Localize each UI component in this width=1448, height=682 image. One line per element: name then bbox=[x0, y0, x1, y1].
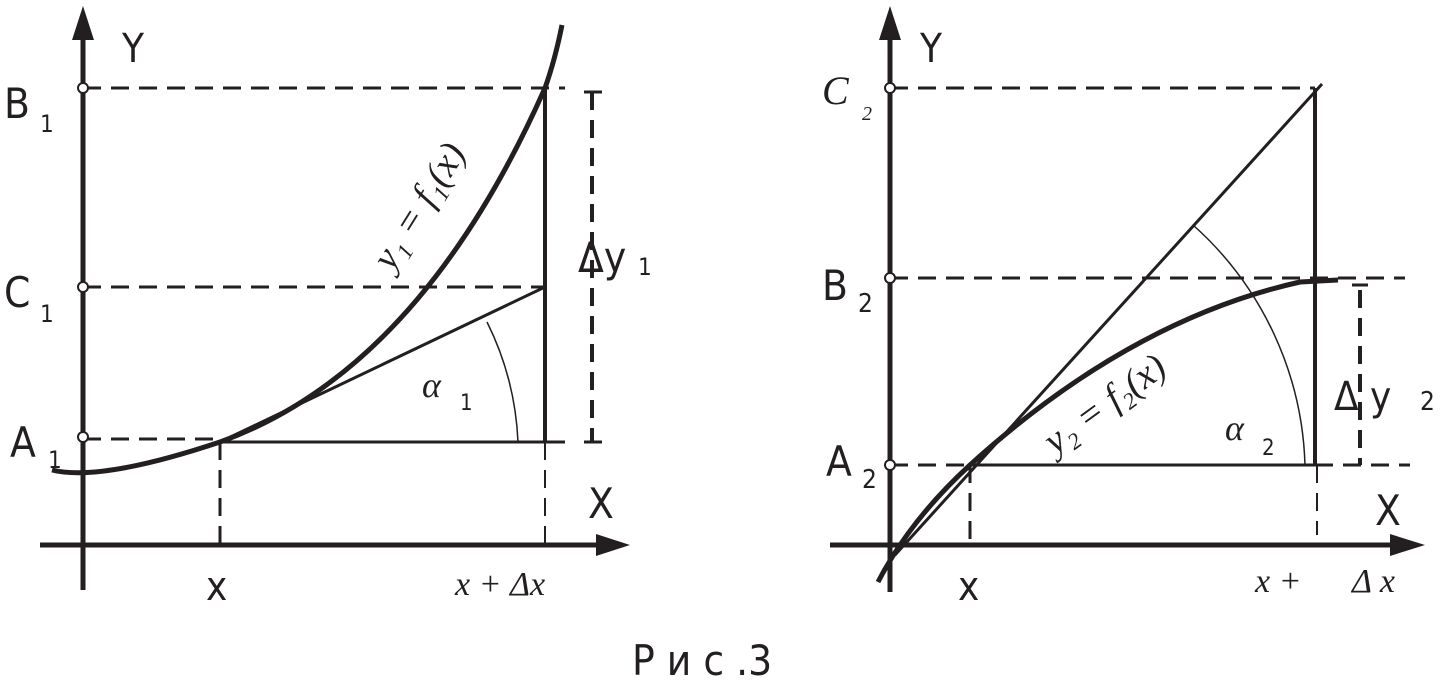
right-y-axis-label: Y bbox=[919, 26, 943, 72]
label-delta-y2: Δ y bbox=[1334, 374, 1391, 420]
label-b2-sub: 2 bbox=[858, 289, 873, 319]
point-b2 bbox=[884, 272, 896, 284]
label-b-sub: 1 bbox=[40, 110, 54, 138]
label-a2: A bbox=[826, 437, 852, 486]
point-a2 bbox=[884, 459, 896, 471]
right-x-tick: x bbox=[958, 564, 979, 610]
right-x-axis-label: X bbox=[1375, 486, 1401, 535]
label-c-sub: 1 bbox=[40, 300, 54, 328]
left-dashed-guides bbox=[83, 86, 594, 545]
right-diagram: Y C 2 B 2 A 2 Δ y 2 α 2 X x x + Δ x y₂ =… bbox=[822, 6, 1435, 610]
left-curve-label: y₁ = f₁(x) bbox=[362, 135, 474, 280]
right-x-arrow-icon bbox=[1390, 534, 1425, 556]
left-angle-arc bbox=[486, 321, 519, 443]
label-alpha-sub: 1 bbox=[460, 391, 473, 416]
point-c2 bbox=[884, 82, 896, 94]
left-x-plus-dx: x + Δx bbox=[454, 566, 545, 603]
label-c2: C bbox=[822, 68, 850, 113]
label-c2-sub: 2 bbox=[862, 103, 872, 125]
label-delta-y2-sub: 2 bbox=[1420, 387, 1435, 417]
left-x-axis-label: X bbox=[588, 479, 614, 528]
label-a: A bbox=[10, 418, 36, 467]
label-delta-y-sub: 1 bbox=[638, 253, 652, 281]
point-b1 bbox=[77, 82, 89, 94]
label-a2-sub: 2 bbox=[862, 465, 877, 495]
right-angle-arc bbox=[1192, 224, 1306, 466]
label-c: C bbox=[4, 268, 30, 317]
right-delta-x: Δ x bbox=[1350, 563, 1395, 600]
right-secant-line bbox=[893, 82, 1324, 557]
figure-caption: Р и с .3 bbox=[632, 636, 772, 682]
label-alpha: α bbox=[422, 365, 442, 405]
left-x-tick: x bbox=[206, 564, 227, 610]
label-alpha2-sub: 2 bbox=[1262, 436, 1275, 461]
label-a-sub: 1 bbox=[48, 446, 62, 474]
label-alpha2: α bbox=[1225, 408, 1245, 448]
left-diagram: Y B 1 C 1 A 1 Δy 1 α 1 X x x + Δx y₁ = f… bbox=[4, 6, 652, 610]
left-curve bbox=[51, 24, 565, 476]
left-x-arrow-icon bbox=[596, 534, 630, 556]
left-y-arrow-icon bbox=[72, 6, 94, 40]
point-a1 bbox=[77, 431, 89, 443]
label-delta-y: Δy bbox=[578, 233, 626, 282]
right-curve bbox=[875, 277, 1339, 584]
point-c1 bbox=[77, 281, 89, 293]
label-b: B bbox=[4, 79, 30, 128]
label-b2: B bbox=[822, 261, 848, 310]
left-y-axis-label: Y bbox=[121, 26, 145, 72]
right-x-plus: x + bbox=[1254, 563, 1302, 600]
right-y-arrow-icon bbox=[879, 6, 901, 40]
